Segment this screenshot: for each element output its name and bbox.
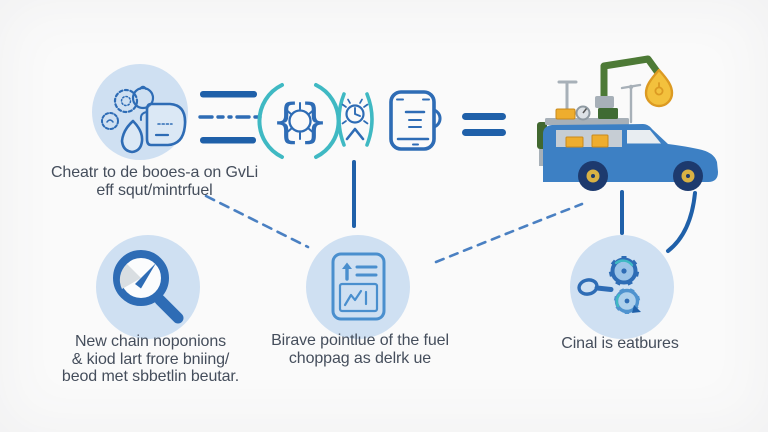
wheel-drop-curve [666, 191, 697, 253]
caption-line: & kiod lart frore bniing/ [71, 350, 230, 368]
gauge-needle [135, 263, 156, 289]
wrench-glyph [577, 278, 614, 296]
braces-molecule-icon: { } [257, 83, 341, 159]
equals-sign [462, 113, 506, 136]
car-wheel-left [578, 161, 608, 191]
front-window [627, 130, 661, 144]
bars-and-dashes [198, 91, 268, 144]
machine-gears-icon [92, 64, 188, 160]
caption-line: Cinal is eatbures [561, 335, 679, 352]
caption-line: choppag as delrk ue [288, 349, 432, 367]
magnifier-handle [154, 294, 184, 324]
crane-arm [600, 55, 665, 104]
car-wheel-right [673, 161, 703, 191]
roof-box [555, 108, 576, 120]
gears-wrench-icon [570, 235, 674, 339]
dashed-curve-connector [434, 202, 584, 264]
right-brace-glyph: } [299, 94, 328, 148]
gear-top [608, 256, 640, 286]
caption-line: Cheatr to de booes-a on GvLi [50, 164, 259, 181]
caption-bottom-right: Cinal is eatbures [520, 335, 720, 353]
research-car-illustration [537, 55, 718, 191]
caption-bottom-left: New chain noponions & kiod lart frore bn… [28, 333, 273, 386]
magnifier-gauge-icon [96, 235, 200, 339]
caption-line: eff squt/mintrfuel [96, 181, 213, 199]
connector-lines [204, 160, 697, 264]
device-panel-icon [389, 90, 442, 151]
caption-bottom-middle: Birave pointlue of the fuel choppag as d… [243, 332, 477, 367]
caption-top-left: Cheatr to de booes-a on GvLi eff squt/mi… [32, 164, 277, 199]
lightbulb [644, 68, 674, 108]
caption-line: New chain noponions [74, 333, 227, 350]
caption-line: beod met sbbetlin beutar. [61, 368, 240, 385]
gear-bottom [613, 288, 641, 314]
dashed-diagonal-connector [204, 194, 310, 249]
left-brace-glyph: { [271, 94, 300, 148]
clock-burst-icon [337, 92, 374, 147]
report-chart-icon [306, 235, 410, 339]
caption-line: Birave pointlue of the fuel [271, 332, 449, 349]
